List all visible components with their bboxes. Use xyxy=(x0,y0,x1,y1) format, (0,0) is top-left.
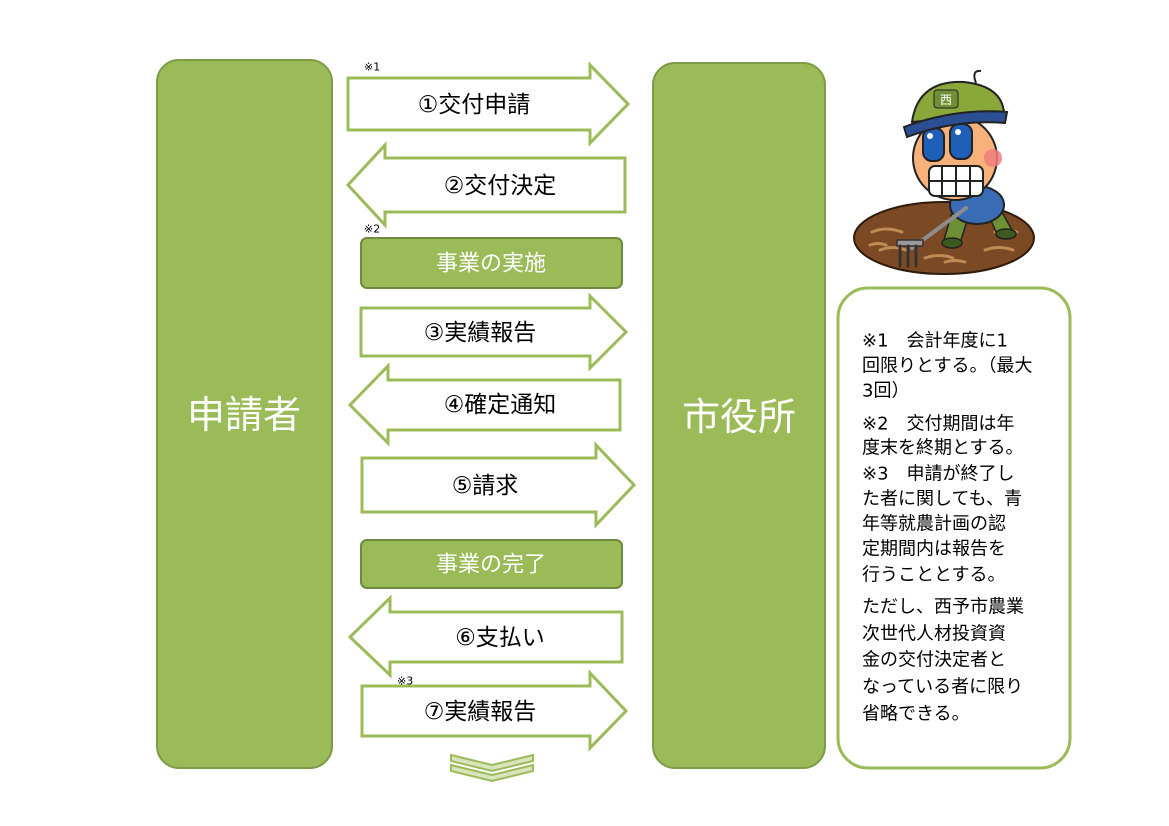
continue-down-chevron-icon xyxy=(450,753,534,783)
step6-arrow-left: ⑥支払い xyxy=(347,594,624,679)
step1-label: ①交付申請 xyxy=(418,92,531,118)
step1-arrow-right: ※1 ①交付申請 xyxy=(346,61,631,147)
note-line: なっている者に限り xyxy=(862,677,1023,698)
note-line: 省略できる。 xyxy=(862,704,970,725)
city-hall-column: 市役所 xyxy=(652,62,826,769)
arrow-left-shape xyxy=(345,141,627,229)
cap-mark: 西 xyxy=(940,93,952,107)
note-line: た者に関しても、青 xyxy=(862,489,1022,510)
arrow-right-shape xyxy=(359,292,629,372)
applicant-box xyxy=(156,59,333,769)
note-line: ただし、西予市農業 xyxy=(862,597,1024,618)
note-line: ※1 会計年度に1 xyxy=(862,331,1008,352)
note-line: 金の交付決定者と xyxy=(862,650,1006,671)
step7-label: ⑦実績報告 xyxy=(424,699,537,725)
note-line: ※2 交付期間は年 xyxy=(862,414,1015,435)
note-line: 度末を終期とする。 xyxy=(862,438,1023,459)
applicant-label: 申請者 xyxy=(187,393,301,437)
city-hall-label: 市役所 xyxy=(682,395,796,439)
step7-arrow-right: ※3 ⑦実績報告 xyxy=(360,669,629,752)
step3-arrow-right: ③実績報告 xyxy=(359,292,629,372)
step2-arrow-left: ②交付決定 xyxy=(345,141,627,229)
step6-label: ⑥支払い xyxy=(455,625,545,651)
activity1-shape xyxy=(360,237,623,289)
city-hall-box xyxy=(652,62,826,769)
activity1-box: ※2 事業の実施 xyxy=(360,223,623,289)
arrow-right-shape xyxy=(346,61,631,147)
step2-label: ②交付決定 xyxy=(444,173,557,199)
arrow-right-shape xyxy=(360,441,637,529)
notes-panel: ※1 会計年度に1 回限りとする。（最大 3回） ※2 交付期間は年 度末を終期… xyxy=(836,286,1072,770)
step4-arrow-left: ④確定通知 xyxy=(347,362,622,447)
step3-label: ③実績報告 xyxy=(424,320,537,346)
note-line: ※3 申請が終了し xyxy=(862,464,1015,485)
chevron-down-icon xyxy=(450,753,534,773)
arrow-right-shape xyxy=(360,669,629,752)
note-marker-1: ※1 xyxy=(364,61,380,74)
notes-box xyxy=(836,286,1072,770)
activity1-label: 事業の実施 xyxy=(436,252,546,277)
note-line: 定期間内は報告を xyxy=(862,539,1006,560)
activity2-shape xyxy=(360,539,623,589)
note-line: 次世代人材投資資 xyxy=(862,624,1006,645)
activity2-box: 事業の完了 xyxy=(360,539,623,589)
farmer-mascot-icon: 西 xyxy=(853,69,1035,275)
note-line: 年等就農計画の認 xyxy=(862,514,1006,535)
applicant-column: 申請者 xyxy=(156,59,333,769)
activity2-label: 事業の完了 xyxy=(436,553,546,578)
note-marker-2: ※2 xyxy=(364,223,380,236)
note-line: 3回） xyxy=(862,381,909,402)
chevron-down-icon xyxy=(450,763,534,783)
arrow-left-shape xyxy=(347,362,622,447)
step5-label: ⑤請求 xyxy=(452,473,519,499)
note-line: 行うこととする。 xyxy=(862,565,1005,586)
step4-label: ④確定通知 xyxy=(444,392,557,418)
note-marker-3: ※3 xyxy=(397,675,413,688)
note-line: 回限りとする。（最大 xyxy=(862,356,1032,377)
arrow-left-shape xyxy=(347,594,624,679)
step5-arrow-right: ⑤請求 xyxy=(360,441,637,529)
